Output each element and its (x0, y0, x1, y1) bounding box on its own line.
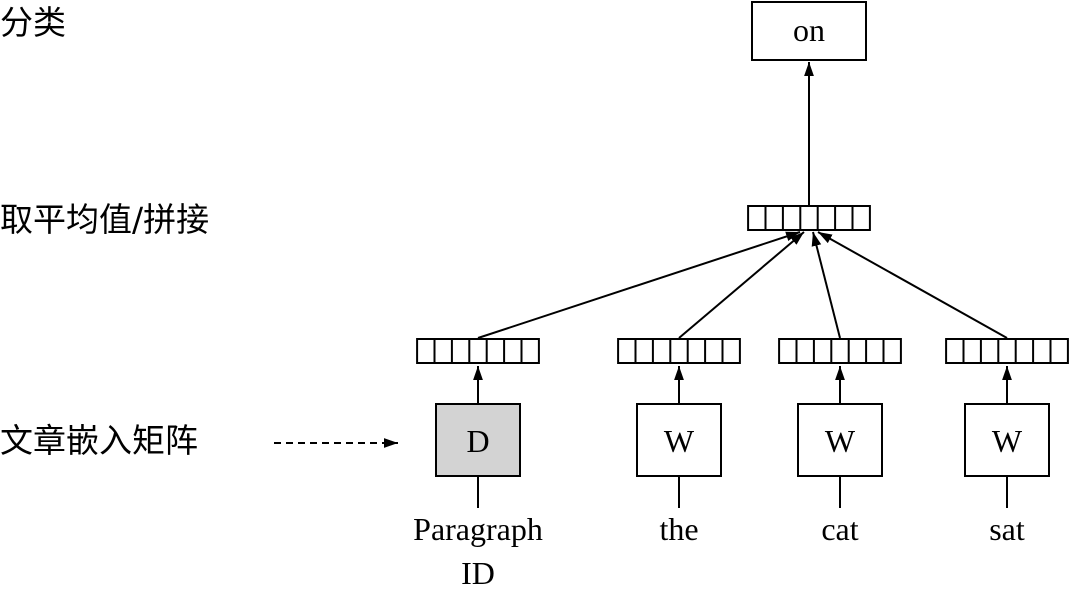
input-vector-cat-outline (778, 338, 902, 364)
arrow-cat-to-aggregate (811, 231, 841, 339)
input-word-line2-paragraph: ID (461, 555, 495, 591)
output-box (751, 1, 867, 61)
arrow-the-to-aggregate (678, 231, 805, 339)
input-vector-the (617, 338, 741, 364)
arrow-paragraph-to-aggregate (477, 231, 801, 339)
label-classify: 分类 (0, 3, 66, 42)
box-letter-paragraph: D (466, 423, 489, 459)
box-letter-sat: W (992, 423, 1023, 459)
box-letter-the: W (664, 423, 695, 459)
input-vector-sat-outline (945, 338, 1069, 364)
input-vector-sat (945, 338, 1069, 364)
input-vector-cat (778, 338, 902, 364)
input-vector-the-outline (617, 338, 741, 364)
aggregate-vector-cells-outline (747, 205, 871, 231)
input-word-paragraph: Paragraph (413, 511, 543, 547)
aggregate-vector-cells (747, 205, 871, 231)
label-doc-embedding-matrix: 文章嵌入矩阵 (0, 421, 198, 460)
input-vector-paragraph-outline (416, 338, 540, 364)
aggregate-vector (747, 205, 871, 231)
word-matrix-box-cat (797, 403, 883, 477)
input-word-sat: sat (989, 511, 1025, 547)
paragraph-matrix-box-paragraph (435, 403, 521, 477)
output-label: on (793, 12, 825, 48)
label-average-concat: 取平均值/拼接 (0, 200, 210, 239)
output-node: on (751, 1, 867, 61)
input-vector-paragraph (416, 338, 540, 364)
arrow-sat-to-aggregate (817, 231, 1008, 339)
input-word-the: the (659, 511, 698, 547)
word-matrix-box-the (636, 403, 722, 477)
word-matrix-box-sat (964, 403, 1050, 477)
box-letter-cat: W (825, 423, 856, 459)
input-word-cat: cat (821, 511, 858, 547)
